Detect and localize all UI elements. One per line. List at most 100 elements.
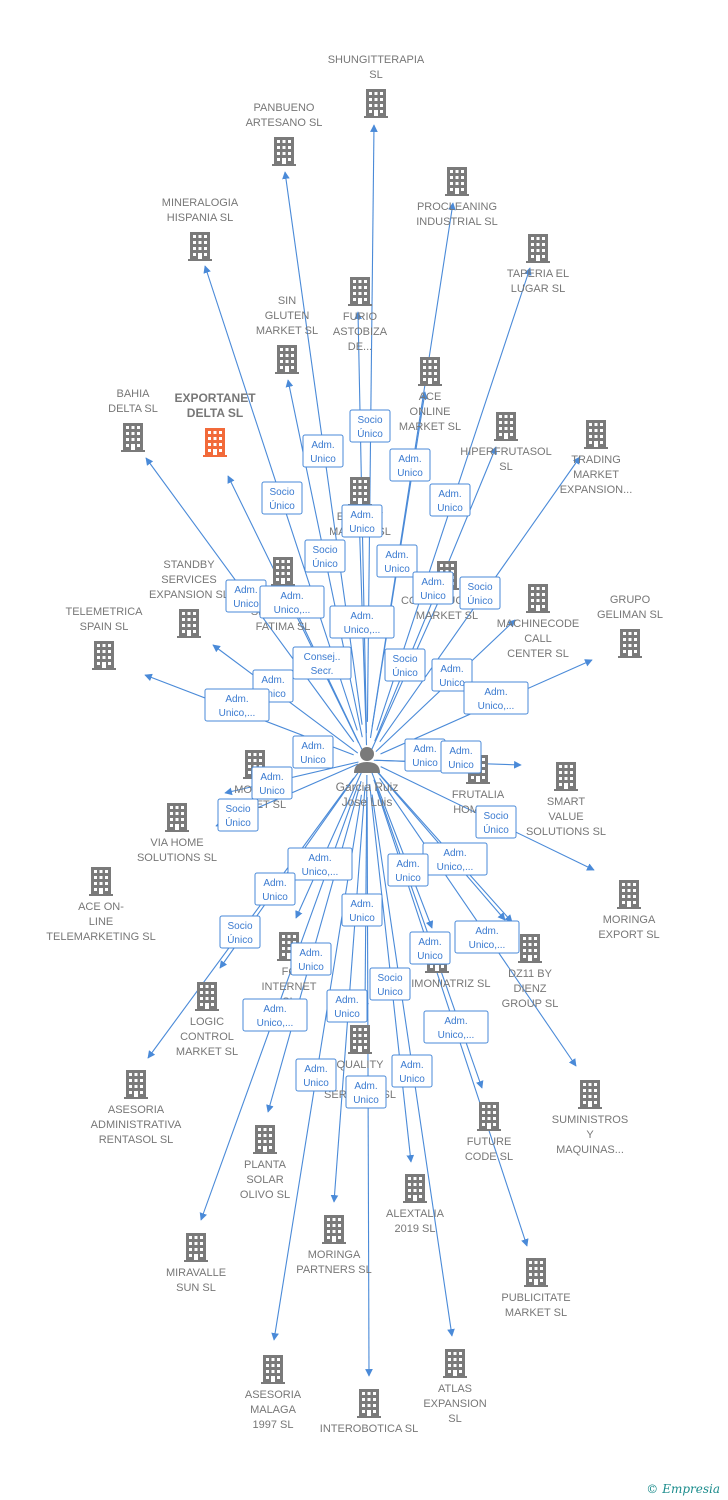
role-text-line: Adm. (396, 859, 419, 870)
role-badge-geliman: Adm.Unico,... (463, 681, 529, 715)
company-label-line: LINE (89, 916, 113, 928)
role-text-line: Unico (412, 758, 438, 769)
role-badge-smartvalue: Adm.Unico (440, 740, 482, 774)
role-text-line: Unico (399, 1074, 425, 1085)
company-label-line: INTERNET (262, 981, 317, 993)
role-badge-energy: Adm.Unico,... (329, 605, 395, 639)
company-label-line: MARKET SL (256, 325, 318, 337)
building-icon (261, 1355, 285, 1384)
role-text-line: Adm. (261, 675, 284, 686)
role-text-line: Adm. (263, 878, 286, 889)
role-text-line: Unico (262, 892, 288, 903)
company-label-line: MACHINECODE (497, 618, 580, 630)
company-label-line: ARTESANO SL (246, 117, 323, 129)
person-icon (354, 747, 380, 773)
company-label-line: SHUNGITTERAPIA (328, 54, 425, 66)
role-text-line: Adm. (301, 741, 324, 752)
company-label-line: MAQUINAS... (556, 1144, 624, 1156)
company-label-line: ASTOBIZA (333, 326, 388, 338)
building-icon (348, 477, 372, 506)
role-text-line: Unico,... (274, 605, 311, 616)
role-badge-atlas: Adm. Unico (391, 1054, 433, 1088)
company-label-line: LOGIC (190, 1016, 224, 1028)
role-text-line: Unico (439, 678, 465, 689)
role-text-line: Adm. (280, 591, 303, 602)
role-text-line: Adm. (335, 995, 358, 1006)
company-node-furio[interactable]: FURIOASTOBIZADE... (333, 277, 388, 353)
copyright-symbol: © (646, 1482, 659, 1496)
company-label-line: Y (586, 1129, 594, 1141)
building-icon (443, 1349, 467, 1378)
role-text-line: Unico,... (302, 867, 339, 878)
company-label-line: EXPANSION... (560, 484, 633, 496)
role-text-line: Unico (395, 873, 421, 884)
company-label-line: STANDBY (163, 559, 215, 571)
company-label-line: MARKET SL (176, 1046, 238, 1058)
role-text-line: Adm. (418, 937, 441, 948)
company-label-line: INDUSTRIAL SL (416, 216, 498, 228)
role-badge-miravalle: Adm.Unico,... (242, 998, 308, 1032)
role-badge-dz11: Adm. Unico (387, 853, 429, 887)
role-text-line: Adm. (438, 489, 461, 500)
company-label-line: EXPANSION (423, 1398, 486, 1410)
building-icon (418, 357, 442, 386)
role-text-line: Adm. (444, 1016, 467, 1027)
footer-brand: ©Empresia (646, 1482, 720, 1496)
role-text-line: Único (225, 816, 251, 829)
role-text-line: Adm. (449, 746, 472, 757)
company-node-standby[interactable]: STANDBY SERVICES EXPANSION SL (149, 559, 229, 638)
company-label-line: EXPANSION SL (149, 589, 229, 601)
company-node-trading[interactable]: TRADINGMARKETEXPANSION... (560, 420, 633, 496)
company-node-suministros[interactable]: SUMINISTROSYMAQUINAS... (552, 1080, 628, 1156)
role-text-line: Unico,... (478, 701, 515, 712)
company-label-line: SERVICES (161, 574, 216, 586)
role-badge-logiccontrol: Adm. Unico (254, 872, 296, 906)
role-text-line: Unico (259, 786, 285, 797)
role-text-line: Secr. (311, 666, 334, 677)
company-label-line: EXPORTANET (174, 391, 256, 405)
company-node-interobotica[interactable]: INTEROBOTICA SL (320, 1389, 418, 1435)
role-text-line: Adm. (440, 664, 463, 675)
role-text-line: Unico,... (438, 1030, 475, 1041)
role-badge-panbueno: Adm.Unico (302, 434, 344, 468)
company-label-line: EXPORT SL (598, 929, 659, 941)
company-label-line: PUBLICITATE (501, 1292, 570, 1304)
role-text-line: Adm. (400, 1060, 423, 1071)
role-text-line: Unico (334, 1009, 360, 1020)
role-text-line: Adm. (475, 926, 498, 937)
role-text-line: Único (467, 594, 493, 607)
center-person-node[interactable]: Garcia Ruiz Jose Luis (336, 747, 399, 809)
role-text-line: Unico (298, 962, 324, 973)
